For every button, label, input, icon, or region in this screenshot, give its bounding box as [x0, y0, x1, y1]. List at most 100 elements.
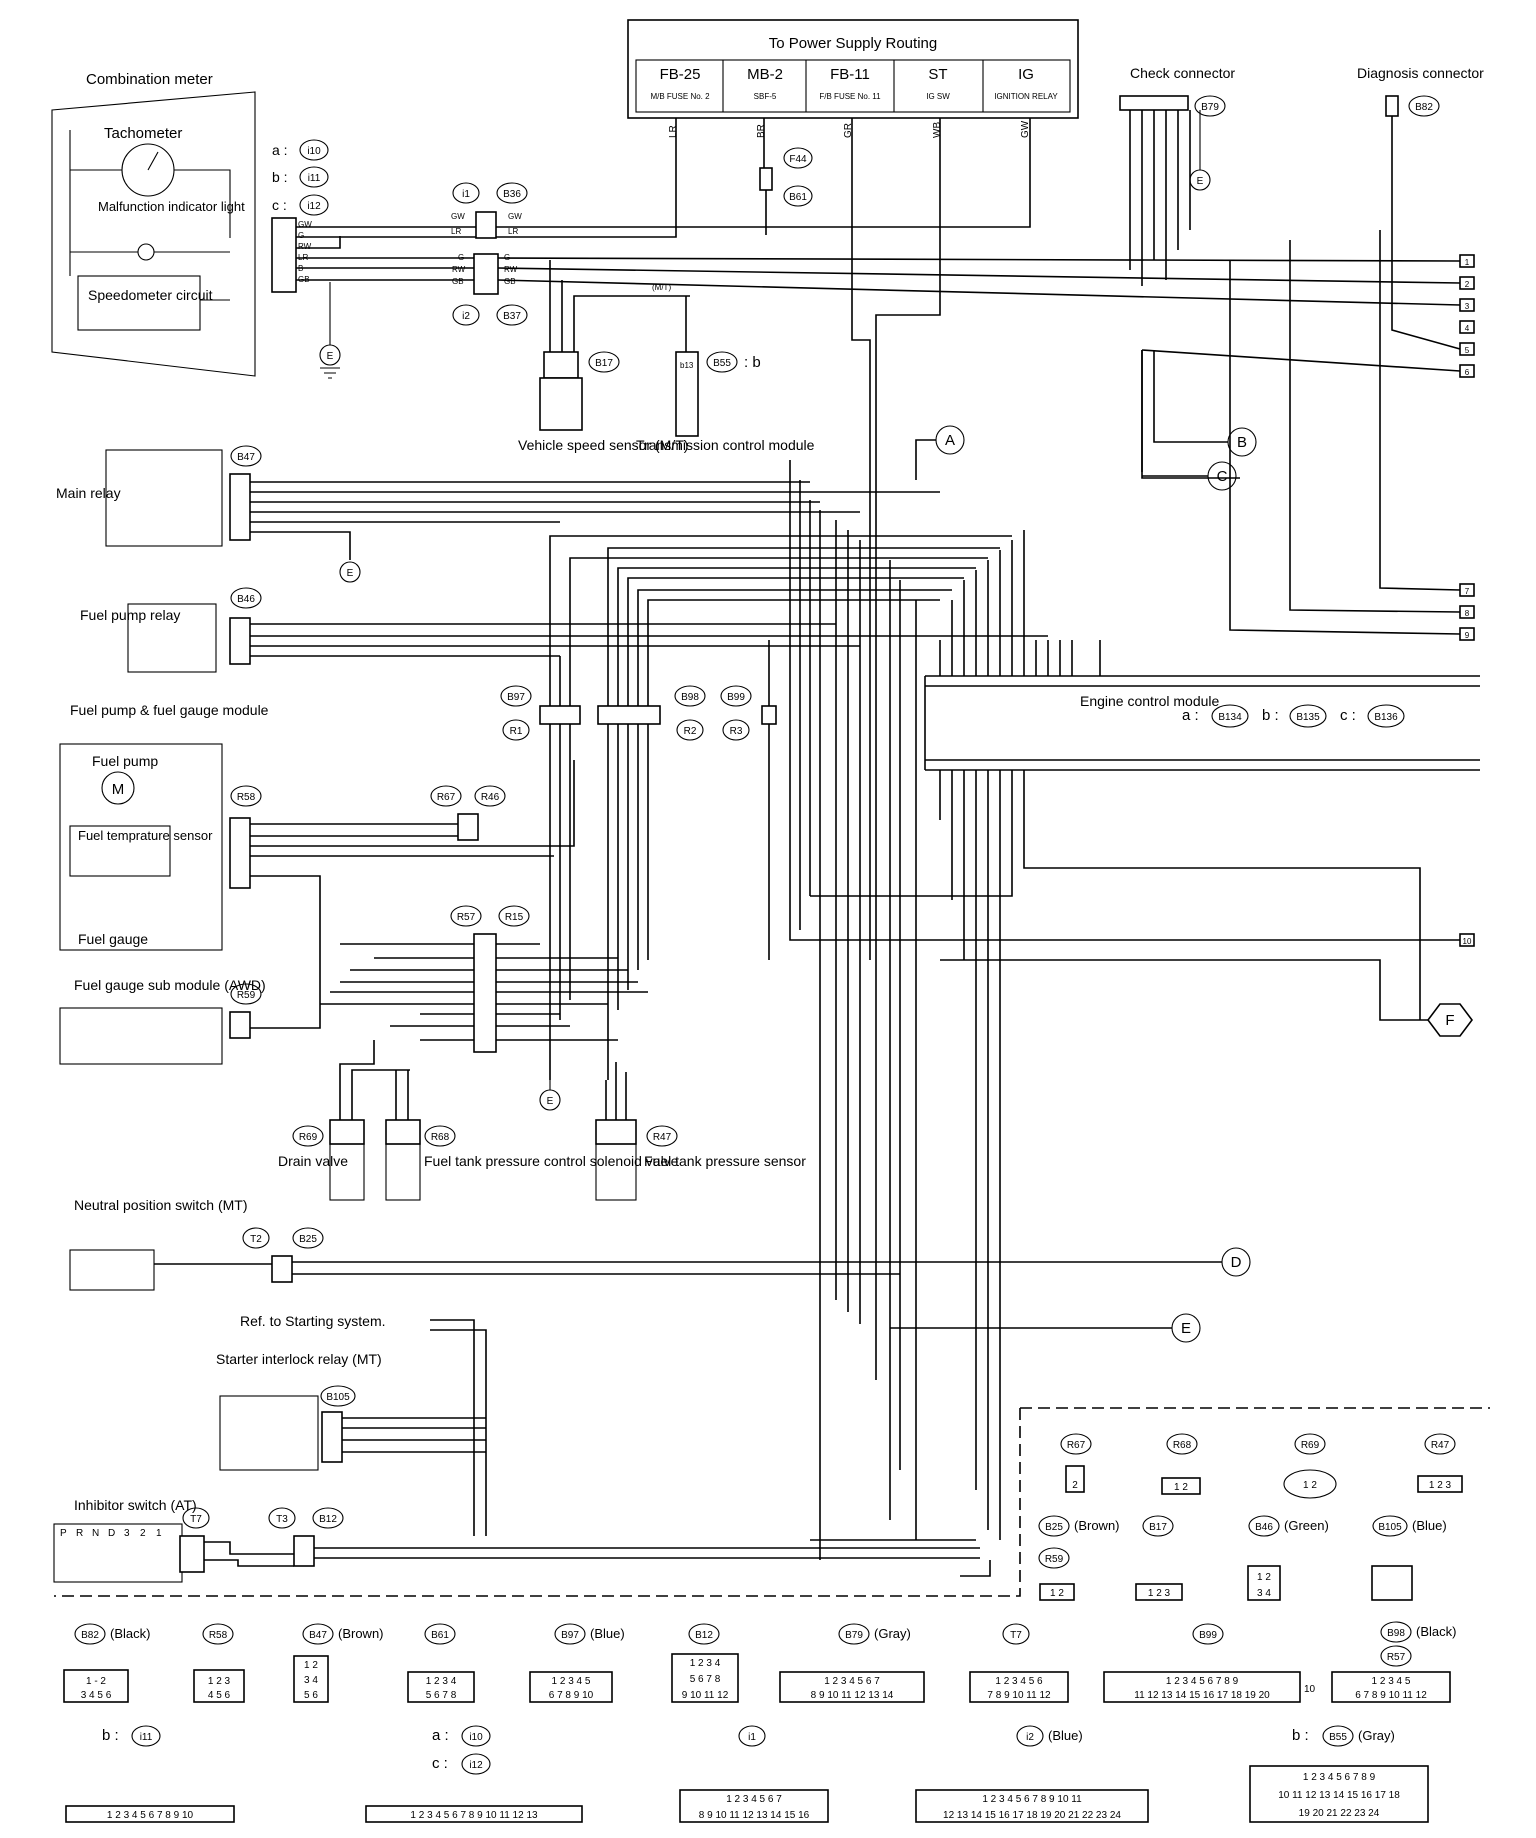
- svg-text:B17: B17: [1149, 1522, 1167, 1533]
- svg-text:i2: i2: [462, 311, 470, 322]
- connector-f44-b61: F44 B61: [759, 147, 813, 207]
- svg-text:T7: T7: [1010, 1630, 1022, 1641]
- svg-text:5 6 7 8: 5 6 7 8: [426, 1690, 457, 1701]
- svg-text:5 6 7 8: 5 6 7 8: [690, 1674, 721, 1685]
- conn-i10: i10: [307, 146, 321, 157]
- svg-text:Fuel temprature sensor: Fuel temprature sensor: [78, 828, 213, 843]
- wiring-bus: [296, 110, 1461, 1380]
- svg-text:Fuel pump relay: Fuel pump relay: [80, 607, 180, 623]
- svg-text:b :: b :: [272, 169, 288, 185]
- svg-text:B25: B25: [299, 1234, 317, 1245]
- svg-text:a :: a :: [272, 142, 288, 158]
- svg-text:B105: B105: [1378, 1522, 1402, 1533]
- fuel-pump-relay: Fuel pump relay B46: [80, 587, 1048, 673]
- svg-text:10: 10: [1463, 937, 1472, 946]
- svg-text:GW: GW: [508, 212, 522, 221]
- legend-upper: R67 2 R68 1 2 R69 1 2 R47 1 2 3 B25 (Bro…: [1038, 1433, 1463, 1601]
- neutral-switch: Neutral position switch (MT) T2 B25 D: [69, 1197, 1251, 1291]
- svg-text:B82: B82: [81, 1630, 99, 1641]
- fuse-ig: IG: [1018, 66, 1034, 83]
- svg-text:8 9 10 11 12 13 14 15 16: 8 9 10 11 12 13 14 15 16: [699, 1810, 810, 1821]
- svg-text:E: E: [1197, 176, 1204, 187]
- ref-a: A: [915, 425, 965, 480]
- main-relay: Main relay B47 E: [56, 445, 940, 583]
- fuse-fb11: FB-11: [830, 66, 870, 83]
- svg-text:4: 4: [1465, 324, 1470, 333]
- ecm-input-pins: [939, 530, 1101, 676]
- svg-text:1 2 3 4 5 6: 1 2 3 4 5 6: [995, 1676, 1043, 1687]
- svg-text:Fuel tank pressure sensor: Fuel tank pressure sensor: [644, 1153, 806, 1169]
- svg-text:(Blue): (Blue): [1048, 1728, 1083, 1743]
- svg-text:i11: i11: [140, 1732, 153, 1743]
- svg-text:B17: B17: [595, 358, 613, 369]
- engine-control-module: Engine control module a : B134 b : B135 …: [924, 675, 1480, 771]
- svg-text:B61: B61: [431, 1630, 449, 1641]
- svg-text:B97: B97: [561, 1630, 579, 1641]
- svg-text:B61: B61: [789, 192, 807, 203]
- svg-text:1 2: 1 2: [1050, 1588, 1064, 1599]
- power-supply-title: To Power Supply Routing: [769, 35, 937, 52]
- svg-text:R58: R58: [237, 792, 256, 803]
- svg-text:R59: R59: [1045, 1554, 1064, 1565]
- svg-text:2: 2: [140, 1528, 146, 1539]
- svg-text:i12: i12: [469, 1760, 483, 1771]
- fuel-gauge-sub-module: Fuel gauge sub module (AWD) R59: [59, 977, 266, 1065]
- svg-text:(Gray): (Gray): [874, 1626, 911, 1641]
- svg-text:B47: B47: [237, 452, 255, 463]
- svg-text:R3: R3: [730, 726, 743, 737]
- svg-text:LR: LR: [451, 227, 461, 236]
- svg-text:Starter interlock relay (MT): Starter interlock relay (MT): [216, 1351, 382, 1367]
- inhibitor-positions: P R N D 3 2 1: [60, 1528, 162, 1539]
- svg-text:Diagnosis connector: Diagnosis connector: [1357, 65, 1484, 81]
- svg-text:i1: i1: [748, 1732, 756, 1743]
- connector-r67-r46: R67 R46: [430, 785, 506, 841]
- ecm-output-pins: [810, 770, 1421, 1540]
- svg-text:G: G: [298, 231, 304, 240]
- fuse-st-sub: IG SW: [926, 92, 950, 101]
- svg-text:Fuel pump: Fuel pump: [92, 753, 158, 769]
- svg-text:1 2 3 4 5: 1 2 3 4 5: [1372, 1676, 1411, 1687]
- svg-text:R46: R46: [481, 792, 500, 803]
- svg-text:GB: GB: [504, 277, 516, 286]
- svg-text:RW: RW: [504, 265, 518, 274]
- svg-text:R2: R2: [684, 726, 697, 737]
- svg-text:R15: R15: [505, 912, 524, 923]
- svg-text:B: B: [1237, 434, 1247, 451]
- svg-text:GW: GW: [298, 220, 312, 229]
- svg-text:B46: B46: [237, 594, 255, 605]
- svg-text:6: 6: [1465, 368, 1470, 377]
- svg-text:1 2 3 4: 1 2 3 4: [690, 1658, 721, 1669]
- svg-text:(Brown): (Brown): [338, 1626, 384, 1641]
- svg-text:1 2 3: 1 2 3: [208, 1676, 231, 1687]
- svg-text:R1: R1: [510, 726, 523, 737]
- svg-text:R67: R67: [437, 792, 456, 803]
- svg-text:T3: T3: [276, 1514, 288, 1525]
- svg-text:Fuel pump & fuel gauge module: Fuel pump & fuel gauge module: [70, 702, 269, 718]
- legend-divider: [54, 1407, 1490, 1597]
- svg-text:1 2 3 4 5 6 7: 1 2 3 4 5 6 7: [824, 1676, 880, 1687]
- svg-text:7: 7: [1465, 587, 1470, 596]
- svg-text:R69: R69: [299, 1132, 318, 1143]
- svg-text:11 12 13 14 15 16 17 18 19 20: 11 12 13 14 15 16 17 18 19 20: [1134, 1690, 1270, 1701]
- svg-text:1 2 3 4 5 6 7 8 9 10: 1 2 3 4 5 6 7 8 9 10: [107, 1810, 194, 1821]
- svg-text:B25: B25: [1045, 1522, 1063, 1533]
- inhibitor-switch: Inhibitor switch (AT) T7 T3 B12 P R N D …: [53, 1497, 991, 1583]
- svg-text:1: 1: [1465, 258, 1470, 267]
- diagnosis-connector: Diagnosis connector B82: [1357, 65, 1484, 117]
- svg-text:Drain valve: Drain valve: [278, 1153, 348, 1169]
- svg-text:B46: B46: [1255, 1522, 1273, 1533]
- svg-text:1 2 3 4 5 6 7 8 9 10 11 12 13: 1 2 3 4 5 6 7 8 9 10 11 12 13: [410, 1810, 538, 1821]
- svg-text:1 2 3 4: 1 2 3 4: [426, 1676, 457, 1687]
- svg-text:B82: B82: [1415, 102, 1433, 113]
- svg-text:B98: B98: [1387, 1628, 1405, 1639]
- svg-text:c :: c :: [432, 1755, 448, 1772]
- svg-text:R: R: [76, 1528, 83, 1539]
- svg-text:3 4: 3 4: [1257, 1588, 1271, 1599]
- svg-text:: b: : b: [744, 354, 761, 371]
- conn-b136: B136: [1374, 712, 1398, 723]
- svg-text:B12: B12: [319, 1514, 337, 1525]
- svg-text:GB: GB: [452, 277, 464, 286]
- svg-text:R47: R47: [1431, 1440, 1450, 1451]
